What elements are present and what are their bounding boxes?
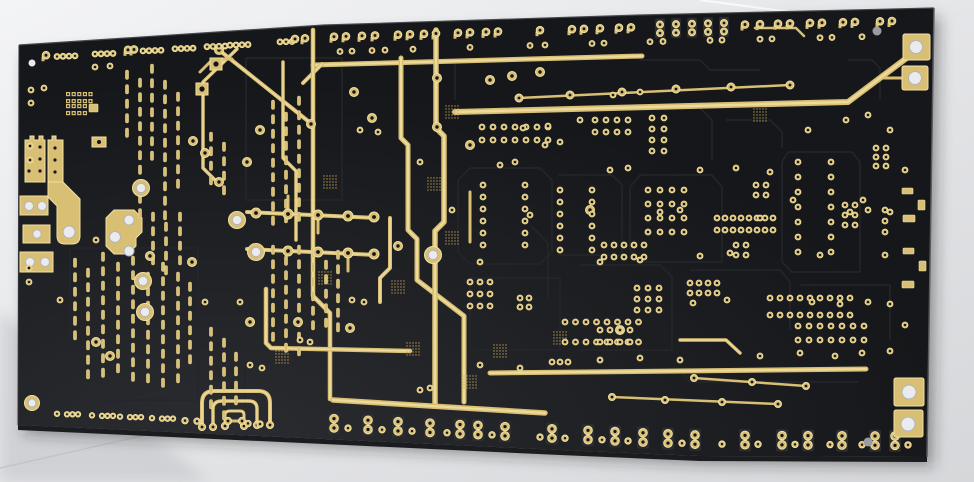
tooling-hole (28, 59, 36, 67)
smd-rect-pads (66, 92, 927, 289)
via-clusters (25, 84, 909, 394)
background-line (699, 0, 799, 14)
board-side-face (18, 425, 927, 462)
gold-connector-polygons (19, 57, 223, 273)
background-line (0, 433, 151, 469)
board-top-edge (18, 7, 935, 46)
mounting-pads (24, 26, 931, 447)
board-right-edge (926, 7, 935, 458)
bottom-edge-pad-row (53, 410, 912, 452)
gray-via (872, 26, 882, 36)
top-edge-pad-row (41, 16, 897, 71)
gray-via (863, 437, 873, 447)
board-left-edge (17, 44, 20, 426)
